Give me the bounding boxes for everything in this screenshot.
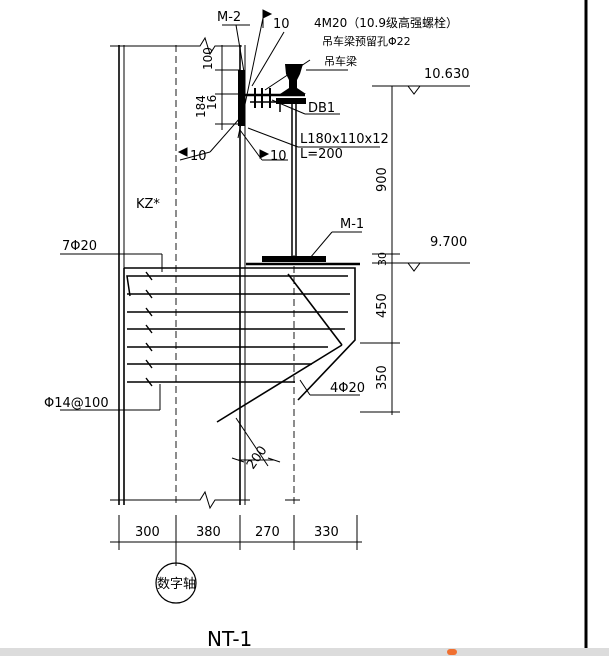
label-crane-beam: 吊车梁 [324, 54, 357, 68]
label-m1: M-1 [340, 217, 364, 232]
label-bolts: 4M20（10.9级高强螺栓） [314, 15, 458, 30]
weld-10-left: 10 [190, 149, 207, 164]
label-bolt-hole: 吊车梁预留孔Φ22 [322, 34, 411, 48]
label-diag-bars: 4Φ20 [330, 381, 365, 396]
dim-100: 100 [201, 47, 215, 70]
label-angle: L180x110x12 [300, 132, 389, 147]
bottom-scroll-strip [0, 648, 609, 656]
dim-30: 30 [376, 252, 389, 266]
dims-left [215, 45, 240, 130]
dim-330: 330 [314, 525, 339, 540]
leaders [60, 17, 380, 411]
elevation-bottom: 9.700 [430, 235, 467, 250]
steel-connection [238, 64, 360, 266]
label-stirrups: Φ14@100 [44, 396, 109, 411]
drawing-title: NT-1 [207, 627, 252, 651]
stirrup-ticks [145, 271, 153, 387]
label-kz: KZ* [136, 197, 160, 212]
label-top-bars: 7Φ20 [62, 239, 97, 254]
label-m2: M-2 [217, 10, 241, 25]
dim-450: 450 [375, 293, 390, 318]
dim-200-diag: 200 [244, 443, 271, 472]
weld-10-top: 10 [273, 17, 290, 32]
strip-marker [447, 649, 457, 655]
dim-300: 300 [135, 525, 160, 540]
diag-dimension [231, 417, 281, 467]
dim-380: 380 [196, 525, 221, 540]
weld-10-right: 10 [270, 149, 287, 164]
dim-900: 900 [375, 167, 390, 192]
label-angle-length: L=200 [300, 147, 343, 162]
weld-symbols [177, 9, 273, 159]
label-db1: DB1 [308, 101, 335, 116]
dims-right [360, 85, 400, 415]
elevation-top: 10.630 [424, 67, 470, 82]
axis-bubble [155, 562, 197, 604]
dim-350: 350 [375, 365, 390, 390]
dim-16: 16 [205, 95, 219, 110]
rebars-diagonal [216, 273, 343, 423]
rebars-horizontal [126, 275, 350, 383]
dim-184: 184 [194, 95, 208, 118]
corbel [123, 267, 356, 505]
dims-bottom [110, 515, 362, 566]
axis-label: 数字轴 [157, 577, 196, 592]
dim-270: 270 [255, 525, 280, 540]
